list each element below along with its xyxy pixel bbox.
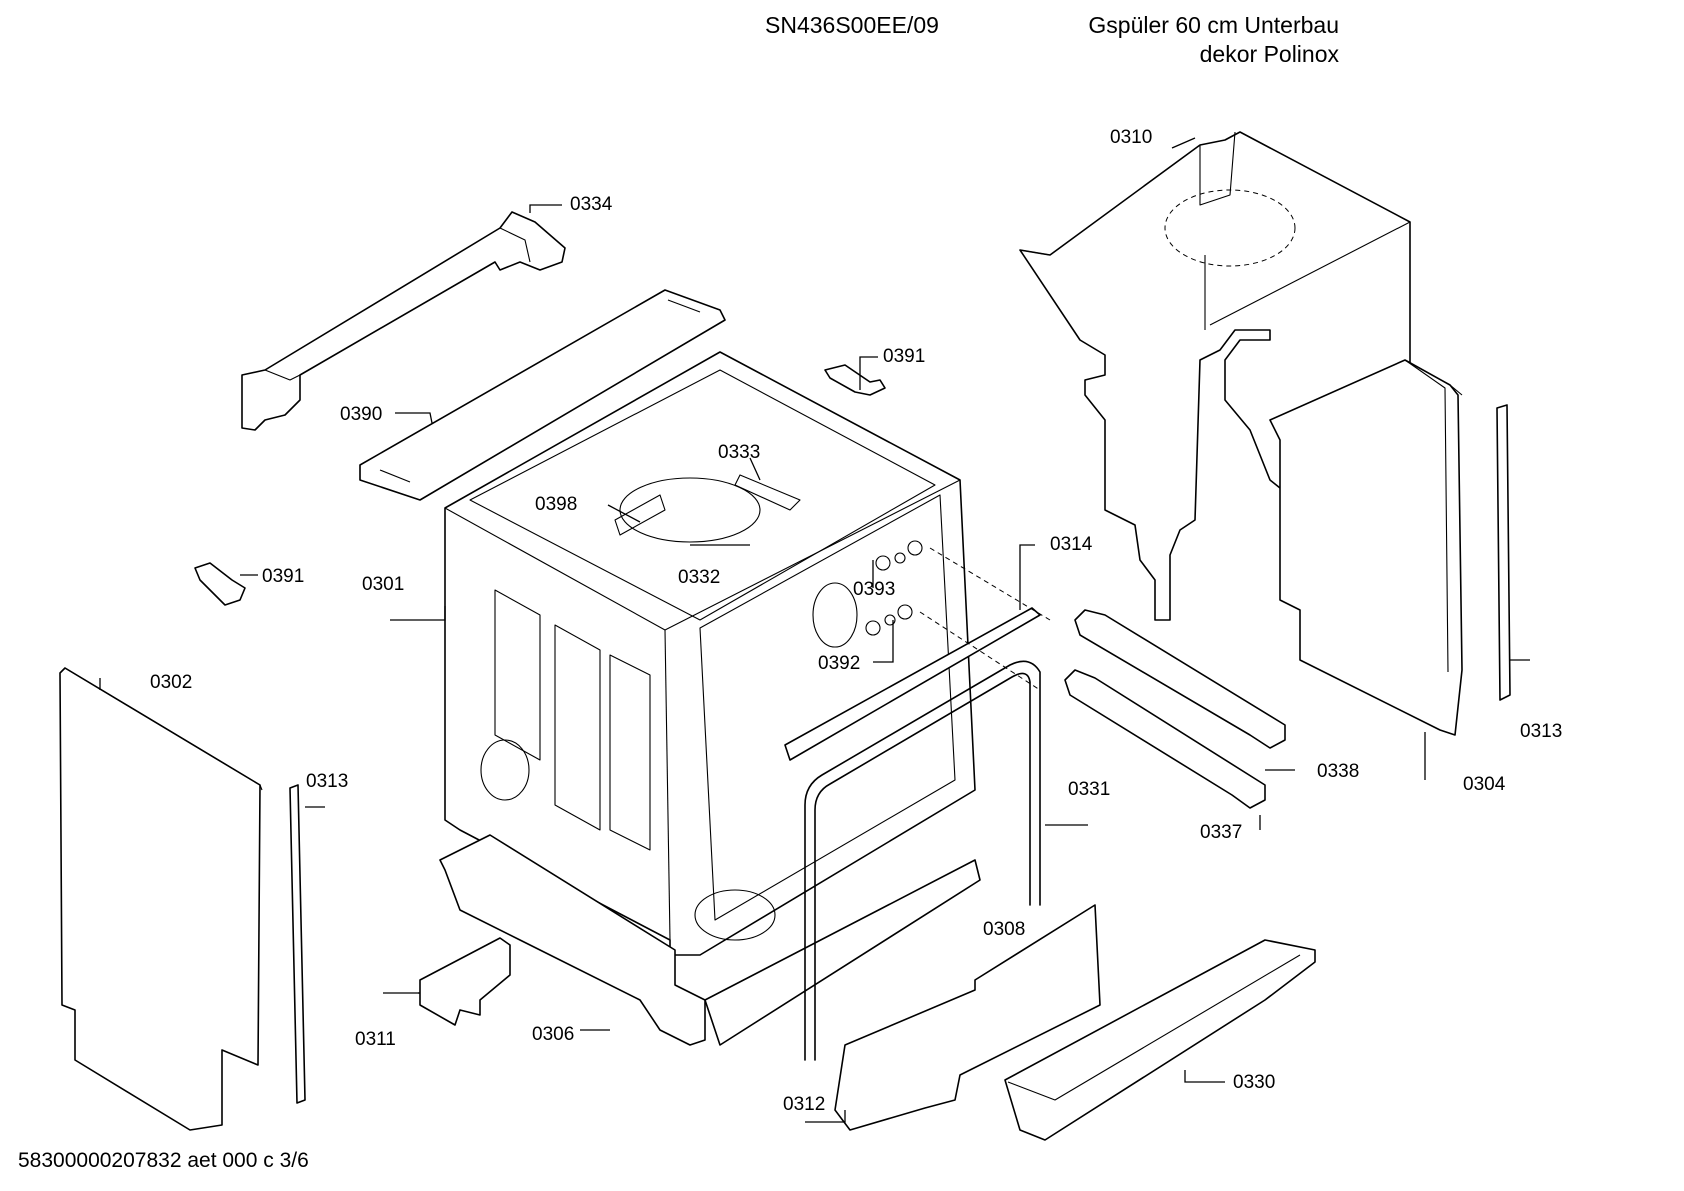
part-0304-insulation-side — [1269, 359, 1463, 736]
part-0391-clip-upper — [824, 364, 886, 396]
part-0313-door-seal-left — [289, 784, 306, 1104]
product-finish: dekor Polinox — [1199, 41, 1339, 67]
label-0393: 0393 — [853, 579, 895, 600]
label-0332: 0332 — [678, 567, 720, 588]
label-0391-lower: 0391 — [262, 566, 304, 587]
label-0311: 0311 — [355, 1029, 396, 1050]
label-0314: 0314 — [1050, 534, 1093, 555]
label-0310: 0310 — [1110, 127, 1152, 148]
part-0301-tub — [444, 351, 976, 956]
part-0334-bracket — [241, 211, 566, 431]
part-0392-screw — [865, 604, 913, 636]
part-0302-side-panel — [59, 667, 263, 1131]
part-0306-base-tray — [439, 834, 981, 1046]
label-0333: 0333 — [718, 442, 760, 463]
label-0313-right: 0313 — [1520, 721, 1562, 742]
part-0393-screw — [875, 540, 923, 571]
label-0313-left: 0313 — [306, 771, 348, 792]
part-0308-door-seal — [804, 660, 1041, 1061]
leader-lines — [99, 137, 1530, 1123]
product-description: Gspüler 60 cm Unterbau — [1088, 12, 1339, 38]
label-0302: 0302 — [150, 672, 192, 693]
label-0337: 0337 — [1200, 822, 1242, 843]
part-0313-door-seal-right — [1496, 404, 1511, 701]
label-0398: 0398 — [535, 494, 577, 515]
label-0391-upper: 0391 — [883, 346, 925, 367]
part-0337-rail-lower — [1064, 669, 1266, 809]
part-0390-worktop-plate — [359, 289, 726, 501]
label-0304: 0304 — [1463, 774, 1506, 795]
part-0330-kick-plate — [1004, 939, 1316, 1141]
part-0311-foam-block — [419, 937, 511, 1026]
part-0314-seal-rail — [784, 607, 1041, 761]
label-0390: 0390 — [340, 404, 382, 425]
part-0338-rail-upper — [1074, 609, 1286, 749]
label-0331: 0331 — [1068, 779, 1110, 800]
label-0308: 0308 — [983, 919, 1025, 940]
label-0301: 0301 — [362, 574, 404, 595]
label-0306: 0306 — [532, 1024, 574, 1045]
label-0334: 0334 — [570, 194, 613, 215]
label-0338: 0338 — [1317, 761, 1359, 782]
part-0312-front-foam — [834, 904, 1101, 1131]
label-0392: 0392 — [818, 653, 860, 674]
label-0330: 0330 — [1233, 1072, 1275, 1093]
label-0312: 0312 — [783, 1094, 825, 1115]
document-id: 58300000207832 aet 000 c 3/6 — [18, 1149, 309, 1172]
part-labels: 0310 0334 0391 0390 0333 0398 0332 0314 … — [150, 127, 1562, 1115]
model-number: SN436S00EE/09 — [765, 12, 939, 38]
part-0391-clip-lower — [194, 562, 246, 606]
